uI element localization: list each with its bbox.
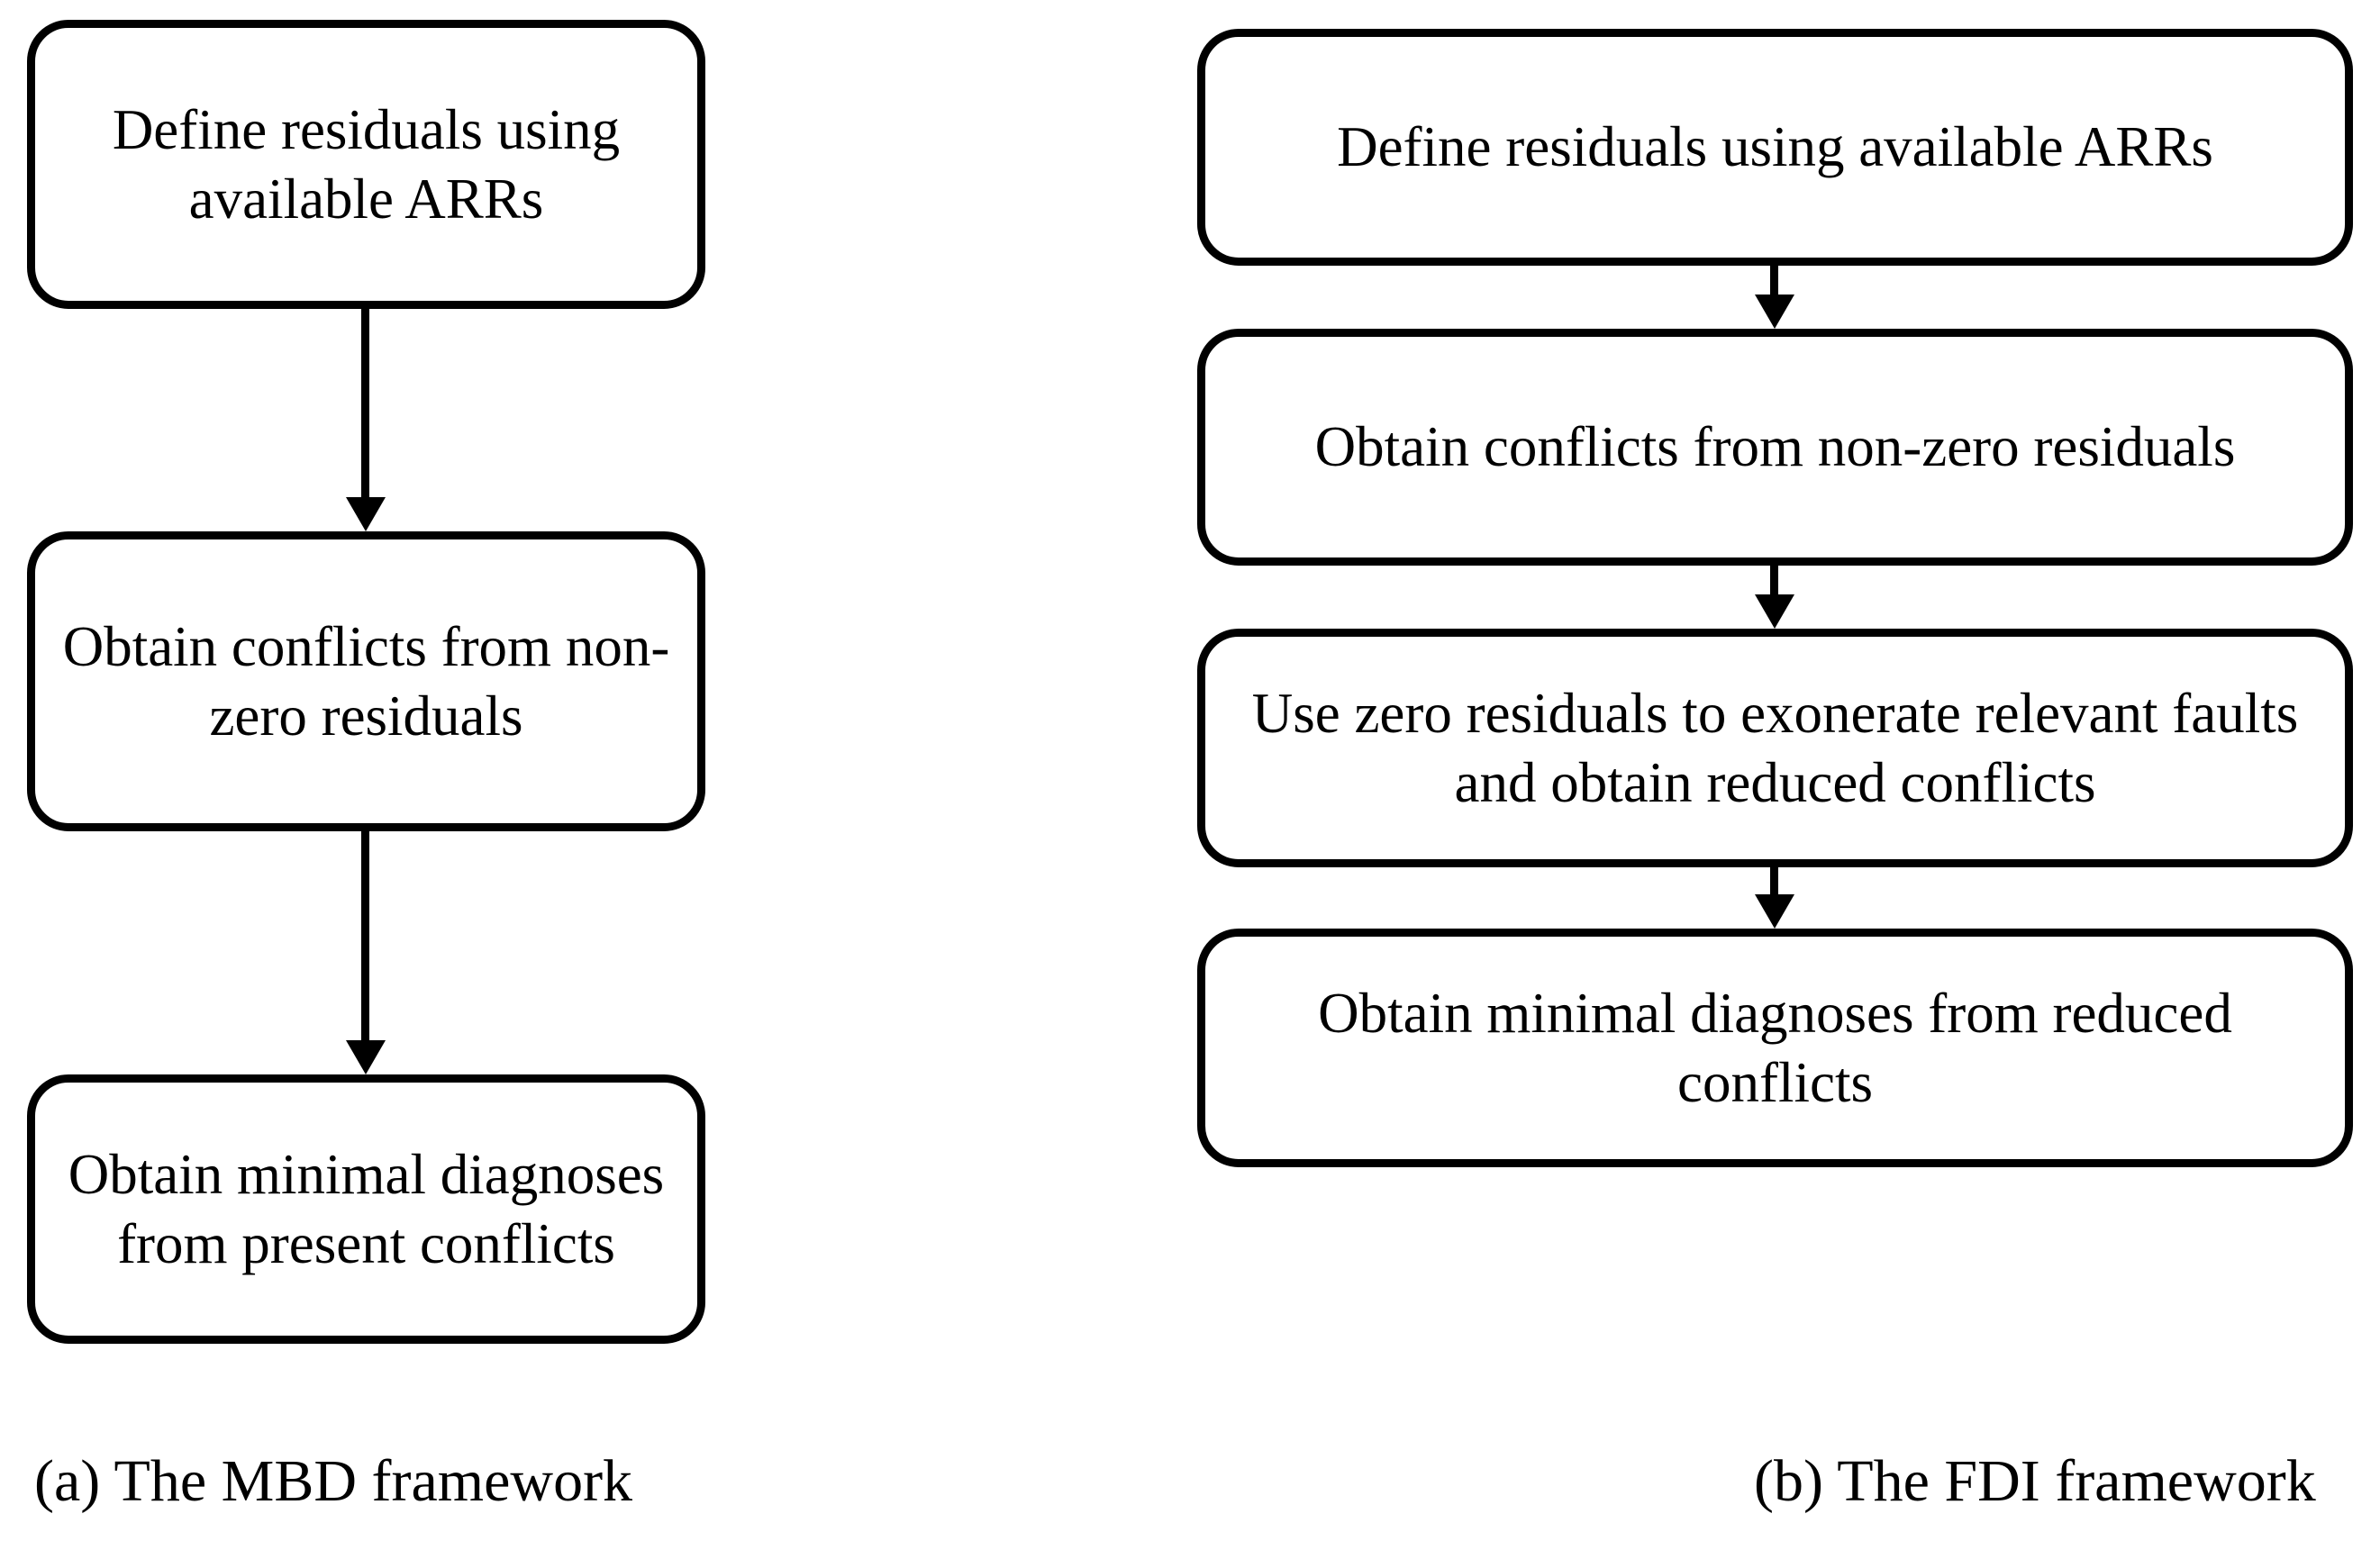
- flow-step-label: Obtain conflicts from non-zero residuals: [62, 614, 670, 748]
- flow-step-box: Obtain minimal diagnoses from reduced co…: [1197, 929, 2353, 1167]
- arrow-head-icon: [346, 497, 386, 531]
- flow-step-box: Use zero residuals to exonerate relevant…: [1197, 629, 2353, 867]
- flow-step-box: Define residuals using available ARRs: [27, 20, 705, 309]
- panel-caption: (a) The MBD framework: [34, 1448, 633, 1514]
- arrow-shaft: [361, 831, 369, 1040]
- flow-step-label: Define residuals using available ARRs: [1337, 115, 2213, 179]
- flow-step-label: Define residuals using available ARRs: [112, 97, 621, 231]
- arrow-head-icon: [1755, 594, 1794, 629]
- flow-step-box: Obtain conflicts from non-zero residuals: [27, 531, 705, 831]
- flow-step-label: Obtain minimal diagnoses from reduced co…: [1318, 981, 2232, 1114]
- arrow-head-icon: [1755, 295, 1794, 329]
- arrow-shaft: [1770, 566, 1778, 596]
- flow-step-box: Obtain conflicts from non-zero residuals: [1197, 329, 2353, 566]
- panel-fdi-framework: Define residuals using available ARRs Ob…: [1189, 0, 2380, 1550]
- flow-step-label: Obtain conflicts from non-zero residuals: [1314, 415, 2236, 479]
- flow-step-label: Obtain minimal diagnoses from present co…: [68, 1142, 665, 1275]
- panel-mbd-framework: Define residuals using available ARRs Ob…: [0, 0, 1189, 1550]
- panel-caption: (b) The FDI framework: [1754, 1448, 2316, 1514]
- arrow-shaft: [1770, 867, 1778, 896]
- arrow-head-icon: [346, 1040, 386, 1074]
- arrow-head-icon: [1755, 894, 1794, 929]
- flow-step-box: Obtain minimal diagnoses from present co…: [27, 1074, 705, 1344]
- arrow-shaft: [1770, 266, 1778, 296]
- flow-step-box: Define residuals using available ARRs: [1197, 29, 2353, 266]
- flow-step-label: Use zero residuals to exonerate relevant…: [1251, 681, 2299, 814]
- arrow-shaft: [361, 309, 369, 497]
